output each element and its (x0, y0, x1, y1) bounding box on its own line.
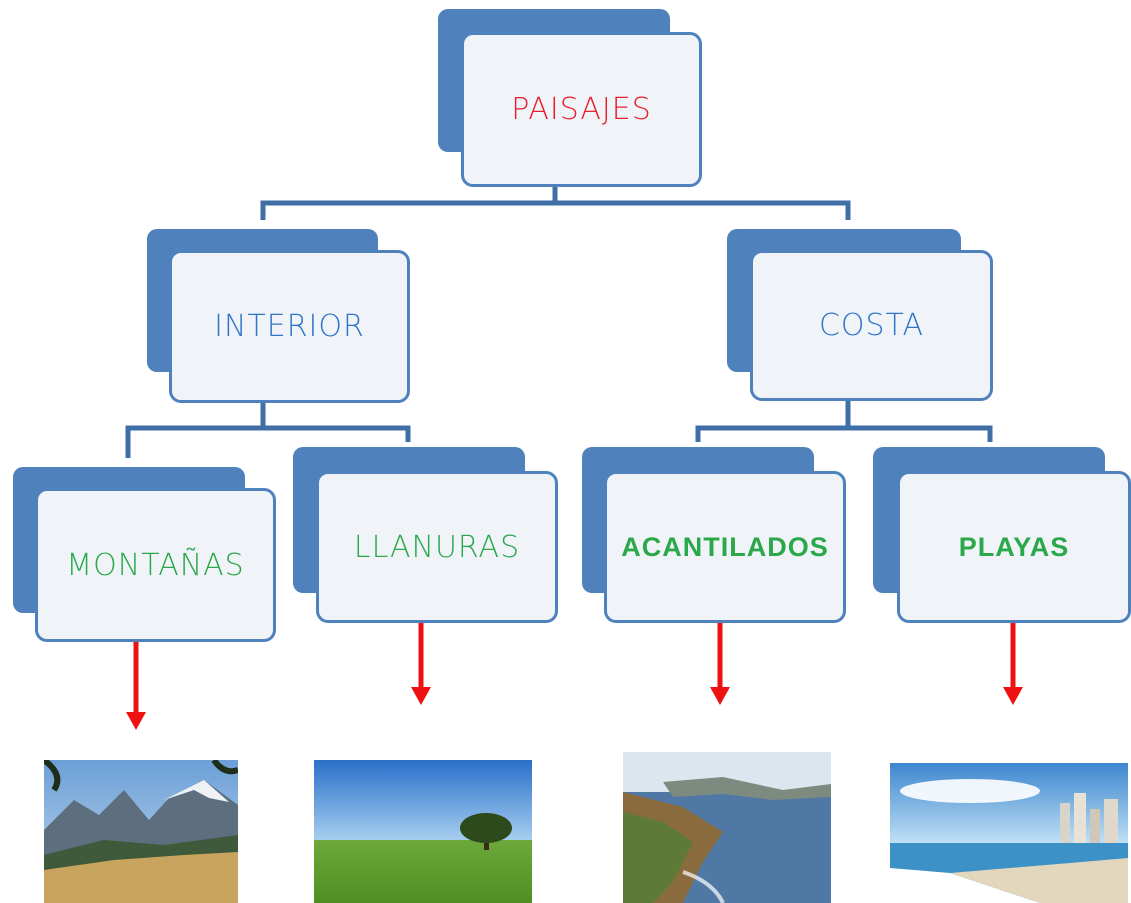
plain-photo (314, 760, 532, 903)
node-acantilados: ACANTILADOS (582, 447, 846, 623)
connector-root-to-level1 (260, 182, 851, 220)
node-playas: PLAYAS (873, 447, 1131, 623)
arrow-playas (1003, 622, 1023, 705)
beach-photo (890, 763, 1128, 903)
node-label: PAISAJES (511, 92, 652, 127)
arrows (126, 622, 1023, 730)
cliff-photo (623, 752, 831, 903)
node-label: LLANURAS (353, 529, 521, 565)
node-costa: COSTA (727, 229, 993, 401)
node-paisajes: PAISAJES (438, 9, 702, 187)
node-label: INTERIOR (214, 309, 365, 344)
node-label: PLAYAS (958, 531, 1070, 562)
connector-costa-to-children (695, 400, 993, 442)
arrow-llanuras (411, 622, 431, 705)
mountain-photo (44, 760, 238, 903)
node-label: MONTAÑAS (66, 547, 245, 583)
arrow-acantilados (710, 622, 730, 705)
node-montanas: MONTAÑAS (13, 467, 276, 642)
node-label: ACANTILADOS (621, 531, 829, 562)
arrow-montanas (126, 640, 146, 730)
node-label: COSTA (818, 308, 925, 343)
node-llanuras: LLANURAS (293, 447, 558, 623)
node-interior: INTERIOR (147, 229, 410, 403)
